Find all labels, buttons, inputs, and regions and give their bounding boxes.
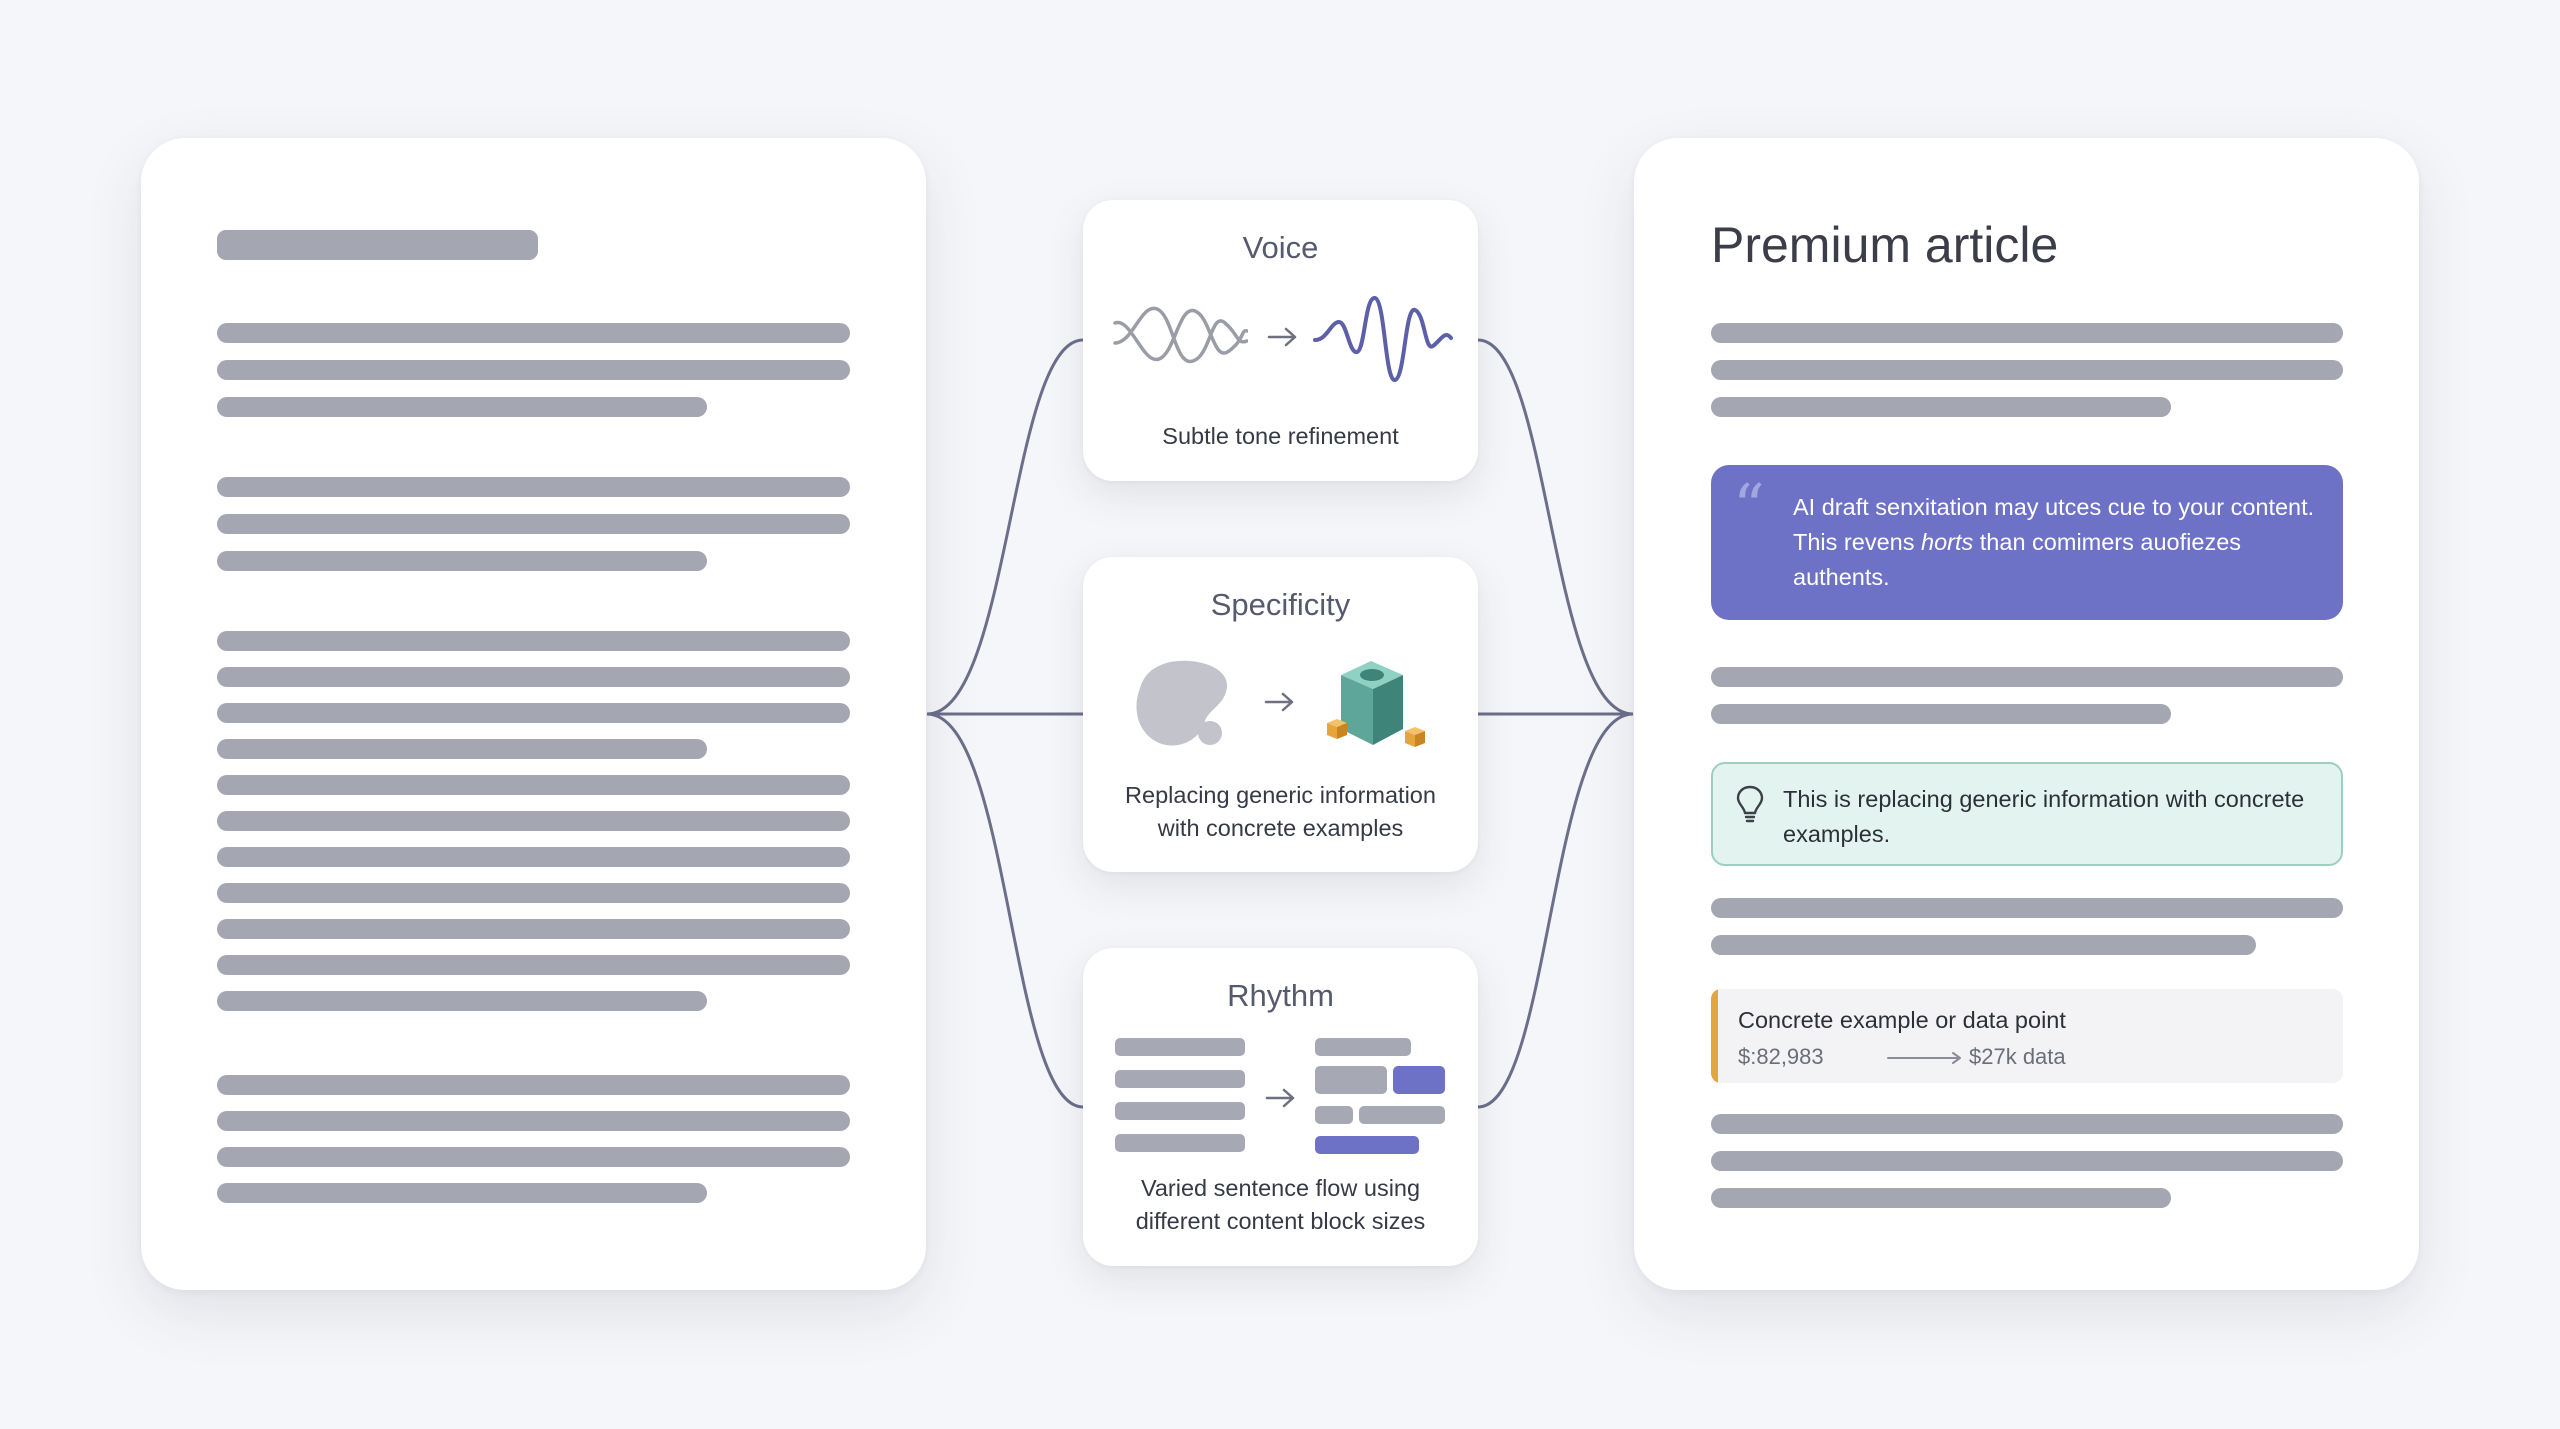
uniform-block <box>1115 1134 1245 1152</box>
tip-text: This is replacing generic information wi… <box>1783 786 2305 847</box>
arrow-right-icon <box>1267 327 1297 347</box>
draft-text-line <box>217 703 850 723</box>
draft-text-line <box>217 739 707 759</box>
connector-rhythm-to-right <box>1477 712 1634 1109</box>
rhythm-card-title: Rhythm <box>1227 978 1334 1013</box>
specificity-card: Specificity Replacing generic informatio… <box>1083 557 1478 872</box>
cube-icon <box>1327 661 1425 747</box>
connector-left-to-rhythm <box>926 712 1084 1109</box>
arrow-right-icon <box>1264 692 1294 712</box>
draft-text-line <box>217 775 850 795</box>
article-text-line <box>1711 1114 2343 1134</box>
varied-blocks-icon <box>1315 1038 1447 1154</box>
draft-text-line <box>217 551 707 571</box>
example-to-value: $27k data <box>1969 1044 2066 1069</box>
arrow-right-icon <box>1265 1088 1295 1108</box>
long-arrow-right-icon <box>1887 1052 1961 1064</box>
voice-card: Voice Subtle tone refinement <box>1083 200 1478 481</box>
draft-title-placeholder <box>217 230 538 260</box>
specificity-card-caption-line-2: with concrete examples <box>1157 815 1404 841</box>
draft-text-line <box>217 1147 850 1167</box>
blob-icon <box>1136 660 1228 746</box>
draft-text-line <box>217 397 707 417</box>
article-text-line <box>1711 360 2343 380</box>
connector-voice-to-right <box>1477 338 1634 716</box>
uniform-block <box>1115 1038 1245 1056</box>
quote-mark-icon: “ <box>1733 470 1765 543</box>
premium-article-panel: Premium article “ AI draft senxitation m… <box>1634 138 2419 1290</box>
draft-text-line <box>217 477 850 497</box>
uniform-block <box>1115 1070 1245 1088</box>
example-accent-bar <box>1711 989 1718 1083</box>
tip-callout: This is replacing generic information wi… <box>1711 762 2343 866</box>
varied-block-accent <box>1393 1066 1445 1094</box>
draft-text-line <box>217 1075 850 1095</box>
varied-block <box>1359 1106 1445 1124</box>
draft-text-line <box>217 955 850 975</box>
concrete-example-block: Concrete example or data point $:82,983 … <box>1711 989 2343 1083</box>
draft-text-line <box>217 991 707 1011</box>
article-text-line <box>1711 397 2171 417</box>
loose-wave-icon <box>1113 306 1248 363</box>
quote-block: “ AI draft senxitation may utces cue to … <box>1711 465 2343 620</box>
rhythm-card-caption-line-2: different content block sizes <box>1135 1208 1426 1234</box>
varied-block <box>1315 1106 1353 1124</box>
article-text-line <box>1711 704 2171 724</box>
draft-document-panel <box>141 138 926 1290</box>
lightbulb-icon <box>1736 785 1764 823</box>
quote-text-part-2: than comimers auofiezes authents. <box>1793 529 2242 590</box>
draft-text-line <box>217 1111 850 1131</box>
draft-text-line <box>217 847 850 867</box>
quote-text-italic: horts <box>1921 529 1974 555</box>
draft-text-line <box>217 883 850 903</box>
draft-text-line <box>217 514 850 534</box>
uniform-block <box>1115 1102 1245 1120</box>
article-text-line <box>1711 935 2256 955</box>
quote-text-part-1: AI draft senxitation may utces cue to yo… <box>1793 494 2315 555</box>
example-from-value: $:82,983 <box>1738 1044 1824 1069</box>
quote-text: AI draft senxitation may utces cue to yo… <box>1793 490 2323 595</box>
draft-text-line <box>217 360 850 380</box>
draft-text-line <box>217 1183 707 1203</box>
article-text-line <box>1711 1188 2171 1208</box>
article-text-line <box>1711 323 2343 343</box>
example-title: Concrete example or data point <box>1738 1007 2066 1033</box>
draft-text-line <box>217 811 850 831</box>
draft-text-line <box>217 323 850 343</box>
voice-card-title: Voice <box>1242 230 1319 265</box>
voice-card-caption: Subtle tone refinement <box>1162 423 1399 449</box>
draft-text-line <box>217 919 850 939</box>
article-text-line <box>1711 898 2343 918</box>
draft-text-line <box>217 667 850 687</box>
article-text-line <box>1711 1151 2343 1171</box>
specificity-card-title: Specificity <box>1210 587 1351 622</box>
varied-block-accent <box>1315 1136 1419 1154</box>
connector-left-to-voice <box>926 338 1084 716</box>
rhythm-card-caption-line-1: Varied sentence flow using <box>1140 1175 1421 1201</box>
article-text-line <box>1711 667 2343 687</box>
uniform-blocks-icon <box>1115 1038 1247 1152</box>
sharp-wave-icon <box>1313 296 1453 383</box>
varied-block <box>1315 1066 1387 1094</box>
varied-block <box>1315 1038 1411 1056</box>
specificity-card-caption-line-1: Replacing generic information <box>1125 782 1436 808</box>
draft-text-line <box>217 631 850 651</box>
rhythm-card: Rhythm Varied sentence flow using differ… <box>1083 948 1478 1266</box>
article-title: Premium article <box>1711 217 2059 273</box>
